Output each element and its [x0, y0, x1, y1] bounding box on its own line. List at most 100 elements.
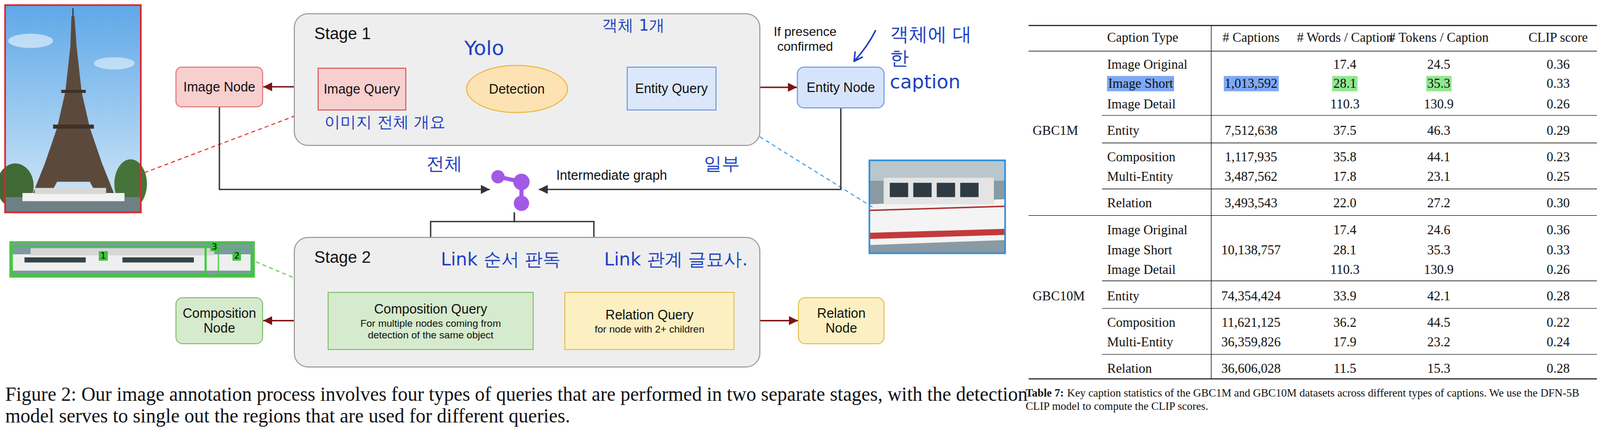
handwritten-note: 이미지 전체 개요 [324, 113, 446, 132]
table-cell: 11.5 [1333, 360, 1357, 377]
output-node: Entity Node [796, 66, 885, 109]
text-holder: Entity Node [806, 79, 876, 96]
handwritten-note: 객체에 대한 caption [889, 22, 984, 94]
table-rule [1102, 188, 1598, 190]
table-cell: 3,487,562 [1224, 169, 1278, 185]
table-cell: 110.3 [1330, 261, 1360, 277]
table-cell: Relation [1107, 195, 1152, 211]
node-title: Relation Node [802, 305, 881, 337]
node-title: Stage 2 [314, 247, 371, 267]
query-box: Relation Queryfor node with 2+ children [564, 291, 735, 350]
photo-cloud [7, 33, 53, 49]
table-cell: 33.9 [1333, 288, 1357, 304]
node-title: Image Node [183, 79, 256, 95]
photo-border [10, 242, 255, 277]
graph-node-icon [513, 195, 529, 211]
table-caption-text: Table 7: [1025, 386, 1064, 399]
bbox-tag: 3 [210, 242, 219, 252]
table-caption-text: Key caption statistics of the GBC1M and … [1025, 386, 1580, 413]
output-node: Image Node [175, 66, 264, 108]
table-cell: Image Original [1107, 221, 1188, 238]
table-rule [1102, 280, 1598, 282]
table-cell: 23.1 [1427, 169, 1451, 185]
table-cell: 27.2 [1427, 195, 1451, 211]
photo-cloud [94, 57, 135, 70]
table-caption: Table 7:Key caption statistics of the GB… [1025, 386, 1598, 413]
table-cell: 0.28 [1546, 288, 1570, 304]
boat-cabin [883, 177, 994, 204]
table-cell: 74,354,424 [1221, 288, 1281, 304]
table-cell: # Words / Caption [1296, 30, 1393, 46]
table-cell: Composition [1107, 149, 1176, 165]
handwritten-note: Link 순서 판독 [440, 248, 561, 270]
table-cell: 0.36 [1546, 221, 1570, 238]
table-rule [1102, 308, 1598, 309]
table-cell: 1,117,935 [1224, 149, 1278, 165]
table-cell: Image Original [1107, 56, 1188, 72]
boat-window [122, 257, 194, 263]
table-cell: 46.3 [1427, 123, 1451, 139]
node-title: Composition Node [179, 305, 259, 337]
table-cell: Caption Type [1107, 30, 1179, 46]
table-cell: 10,138,757 [1221, 242, 1281, 258]
graph-node-icon [491, 170, 505, 184]
detection-ellipse: Detection [465, 64, 569, 114]
boat-cabin [30, 247, 215, 256]
strip-photo [10, 242, 255, 277]
crop-photo [869, 160, 1006, 254]
edge-label: If presence confirmed [765, 24, 845, 54]
text-holder: Composition QueryFor multiple nodes comi… [343, 301, 518, 341]
detection-bbox [12, 245, 207, 275]
table-cell: Multi-Entity [1107, 334, 1174, 350]
handwritten-arrow [853, 30, 876, 62]
table-cell: 1,013,592 [1223, 76, 1279, 92]
table-rule [1028, 50, 1598, 52]
table-cell: GBC1M [1032, 123, 1078, 139]
table-cell: 7,512,638 [1224, 123, 1278, 139]
node-title: Relation Query [605, 307, 694, 323]
handwritten-note: Link 관계 글묘사. [603, 248, 748, 270]
table-rule [1102, 142, 1598, 144]
detection-bbox [218, 248, 253, 275]
query-box: Image Query [317, 67, 407, 111]
table-cell: 35.3 [1427, 242, 1451, 258]
table-cell: 44.1 [1427, 149, 1451, 165]
table-cell: Image Short [1107, 76, 1175, 92]
table-cell: GBC10M [1032, 288, 1085, 304]
table-cell: 28.1 [1333, 242, 1357, 258]
boat-window [913, 182, 932, 198]
table-cell: 24.6 [1427, 221, 1451, 238]
text-holder: Relation Node [802, 305, 881, 337]
table-rule [1028, 24, 1598, 26]
boat-railing [869, 206, 1006, 211]
tower-platform [52, 124, 94, 129]
table-rule [1028, 378, 1598, 380]
query-box: Composition QueryFor multiple nodes comi… [327, 291, 534, 350]
table-cell: 36,359,826 [1221, 334, 1281, 350]
table-cell: 0.30 [1546, 195, 1570, 211]
table-rule [1211, 25, 1212, 379]
node-subtitle: For multiple nodes coming from detection… [343, 317, 518, 341]
ellipse-outline [466, 65, 568, 113]
table-cell: 0.28 [1546, 360, 1570, 377]
graph-icon-shape [489, 166, 539, 213]
table-cell: 22.0 [1333, 195, 1357, 211]
text-holder: Image Query [323, 81, 400, 97]
text-holder: Detection [488, 81, 545, 97]
table-cell: 0.25 [1546, 169, 1570, 185]
table-cell: 130.9 [1424, 96, 1454, 113]
table-cell: 17.8 [1333, 169, 1357, 185]
graph-icon: Intermediate graph [489, 166, 539, 213]
query-box: Entity Query [626, 66, 717, 111]
handwritten-note: 일부 [703, 153, 740, 174]
table-cell: 23.2 [1427, 334, 1451, 350]
table-cell: CLIP score [1528, 30, 1588, 46]
table-cell: 0.33 [1546, 76, 1570, 92]
table-rule [1102, 354, 1598, 355]
node-subtitle: for node with 2+ children [594, 323, 705, 336]
handwritten-note: Yolo [464, 36, 505, 61]
table-cell: Image Detail [1107, 96, 1176, 113]
